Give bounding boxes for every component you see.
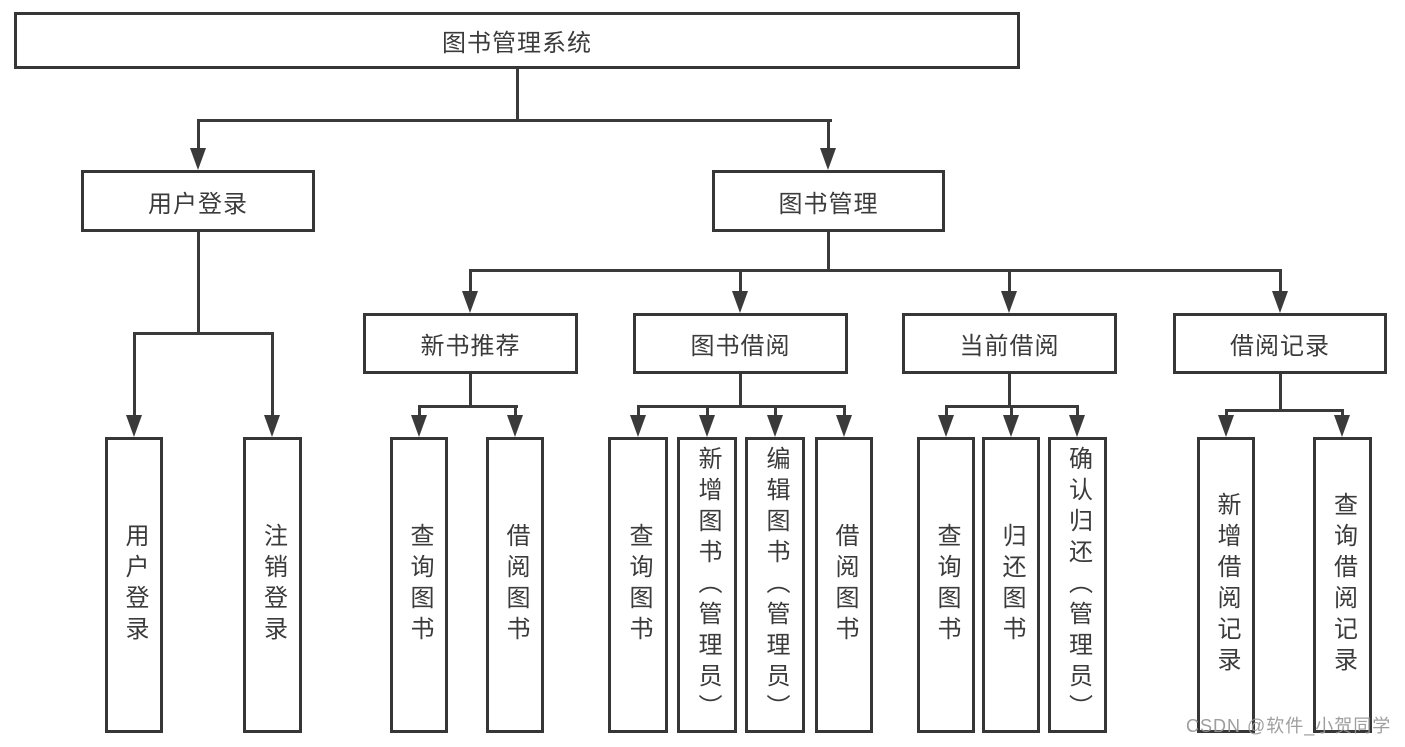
connector-vline xyxy=(514,407,517,417)
arrowhead-down-icon xyxy=(630,415,646,437)
arrowhead-down-icon xyxy=(767,415,783,437)
leaf-add-borrow-record: 新增借阅记录 xyxy=(1197,437,1255,733)
connector-hline xyxy=(1225,409,1344,412)
connector-hline xyxy=(637,405,846,408)
connector-vline xyxy=(271,334,274,417)
arrowhead-down-icon xyxy=(1218,415,1234,437)
leaf-return-books: 归还图书 xyxy=(982,437,1040,733)
connector-vline xyxy=(1008,271,1011,293)
leaf-confirm-return-admin: 确认归还（管理员） xyxy=(1048,437,1107,733)
arrowhead-down-icon xyxy=(732,291,748,313)
connector-vline xyxy=(774,407,777,417)
connector-vline xyxy=(1341,411,1344,417)
connector-vline xyxy=(469,374,472,408)
leaf-add-book-admin: 新增图书（管理员） xyxy=(677,437,737,733)
connector-vline xyxy=(418,407,421,417)
leaf-edit-book-admin: 编辑图书（管理员） xyxy=(745,437,805,733)
connector-vline xyxy=(827,232,830,271)
arrowhead-down-icon xyxy=(938,415,954,437)
connector-vline xyxy=(827,121,830,151)
connector-hline xyxy=(945,405,1079,408)
arrowhead-down-icon xyxy=(462,291,478,313)
connector-vline xyxy=(945,407,948,417)
arrowhead-down-icon xyxy=(1069,415,1085,437)
connector-vline xyxy=(1279,374,1282,412)
arrowhead-down-icon xyxy=(836,415,852,437)
leaf-user-login: 用户登录 xyxy=(105,437,163,733)
arrowhead-down-icon xyxy=(820,148,836,170)
arrowhead-down-icon xyxy=(507,415,523,437)
arrowhead-down-icon xyxy=(1272,291,1288,313)
connector-hline xyxy=(418,405,518,408)
leaf-search-books-current: 查询图书 xyxy=(917,437,975,733)
connector-vline xyxy=(739,374,742,408)
connector-vline xyxy=(1076,407,1079,417)
arrowhead-down-icon xyxy=(699,415,715,437)
leaf-search-books-recommend: 查询图书 xyxy=(390,437,448,733)
connector-hline xyxy=(133,332,274,335)
connector-vline xyxy=(637,407,640,417)
arrowhead-down-icon xyxy=(1001,291,1017,313)
connector-vline xyxy=(133,334,136,417)
arrowhead-down-icon xyxy=(411,415,427,437)
connector-vline xyxy=(739,271,742,293)
connector-vline xyxy=(1225,411,1228,417)
node-book-borrowing: 图书借阅 xyxy=(633,313,848,374)
connector-vline xyxy=(1008,374,1011,408)
arrowhead-down-icon xyxy=(264,415,280,437)
watermark: CSDN @软件_小贺同学 xyxy=(1186,716,1392,736)
arrowhead-down-icon xyxy=(1003,415,1019,437)
node-new-book-recommend: 新书推荐 xyxy=(363,313,578,374)
connector-vline xyxy=(469,271,472,293)
leaf-search-books-borrowing: 查询图书 xyxy=(608,437,668,733)
connector-hline xyxy=(469,269,1282,272)
node-borrowing-records: 借阅记录 xyxy=(1173,313,1387,374)
node-book-management: 图书管理 xyxy=(712,170,945,232)
connector-vline xyxy=(1279,271,1282,293)
node-library-system: 图书管理系统 xyxy=(14,12,1020,69)
connector-vline xyxy=(197,121,200,151)
connector-vline xyxy=(706,407,709,417)
connector-vline xyxy=(516,69,519,122)
node-current-borrowing: 当前借阅 xyxy=(902,313,1117,374)
leaf-borrow-books-recommend: 借阅图书 xyxy=(486,437,544,733)
arrowhead-down-icon xyxy=(190,148,206,170)
arrowhead-down-icon xyxy=(126,415,142,437)
connector-vline xyxy=(1010,407,1013,417)
leaf-logout: 注销登录 xyxy=(243,437,302,733)
arrowhead-down-icon xyxy=(1334,415,1350,437)
connector-vline xyxy=(843,407,846,417)
leaf-borrow-books-borrowing: 借阅图书 xyxy=(815,437,873,733)
connector-hline xyxy=(197,119,832,122)
connector-vline xyxy=(197,232,200,334)
node-user-login: 用户登录 xyxy=(81,170,315,232)
leaf-search-borrow-record: 查询借阅记录 xyxy=(1313,437,1372,733)
